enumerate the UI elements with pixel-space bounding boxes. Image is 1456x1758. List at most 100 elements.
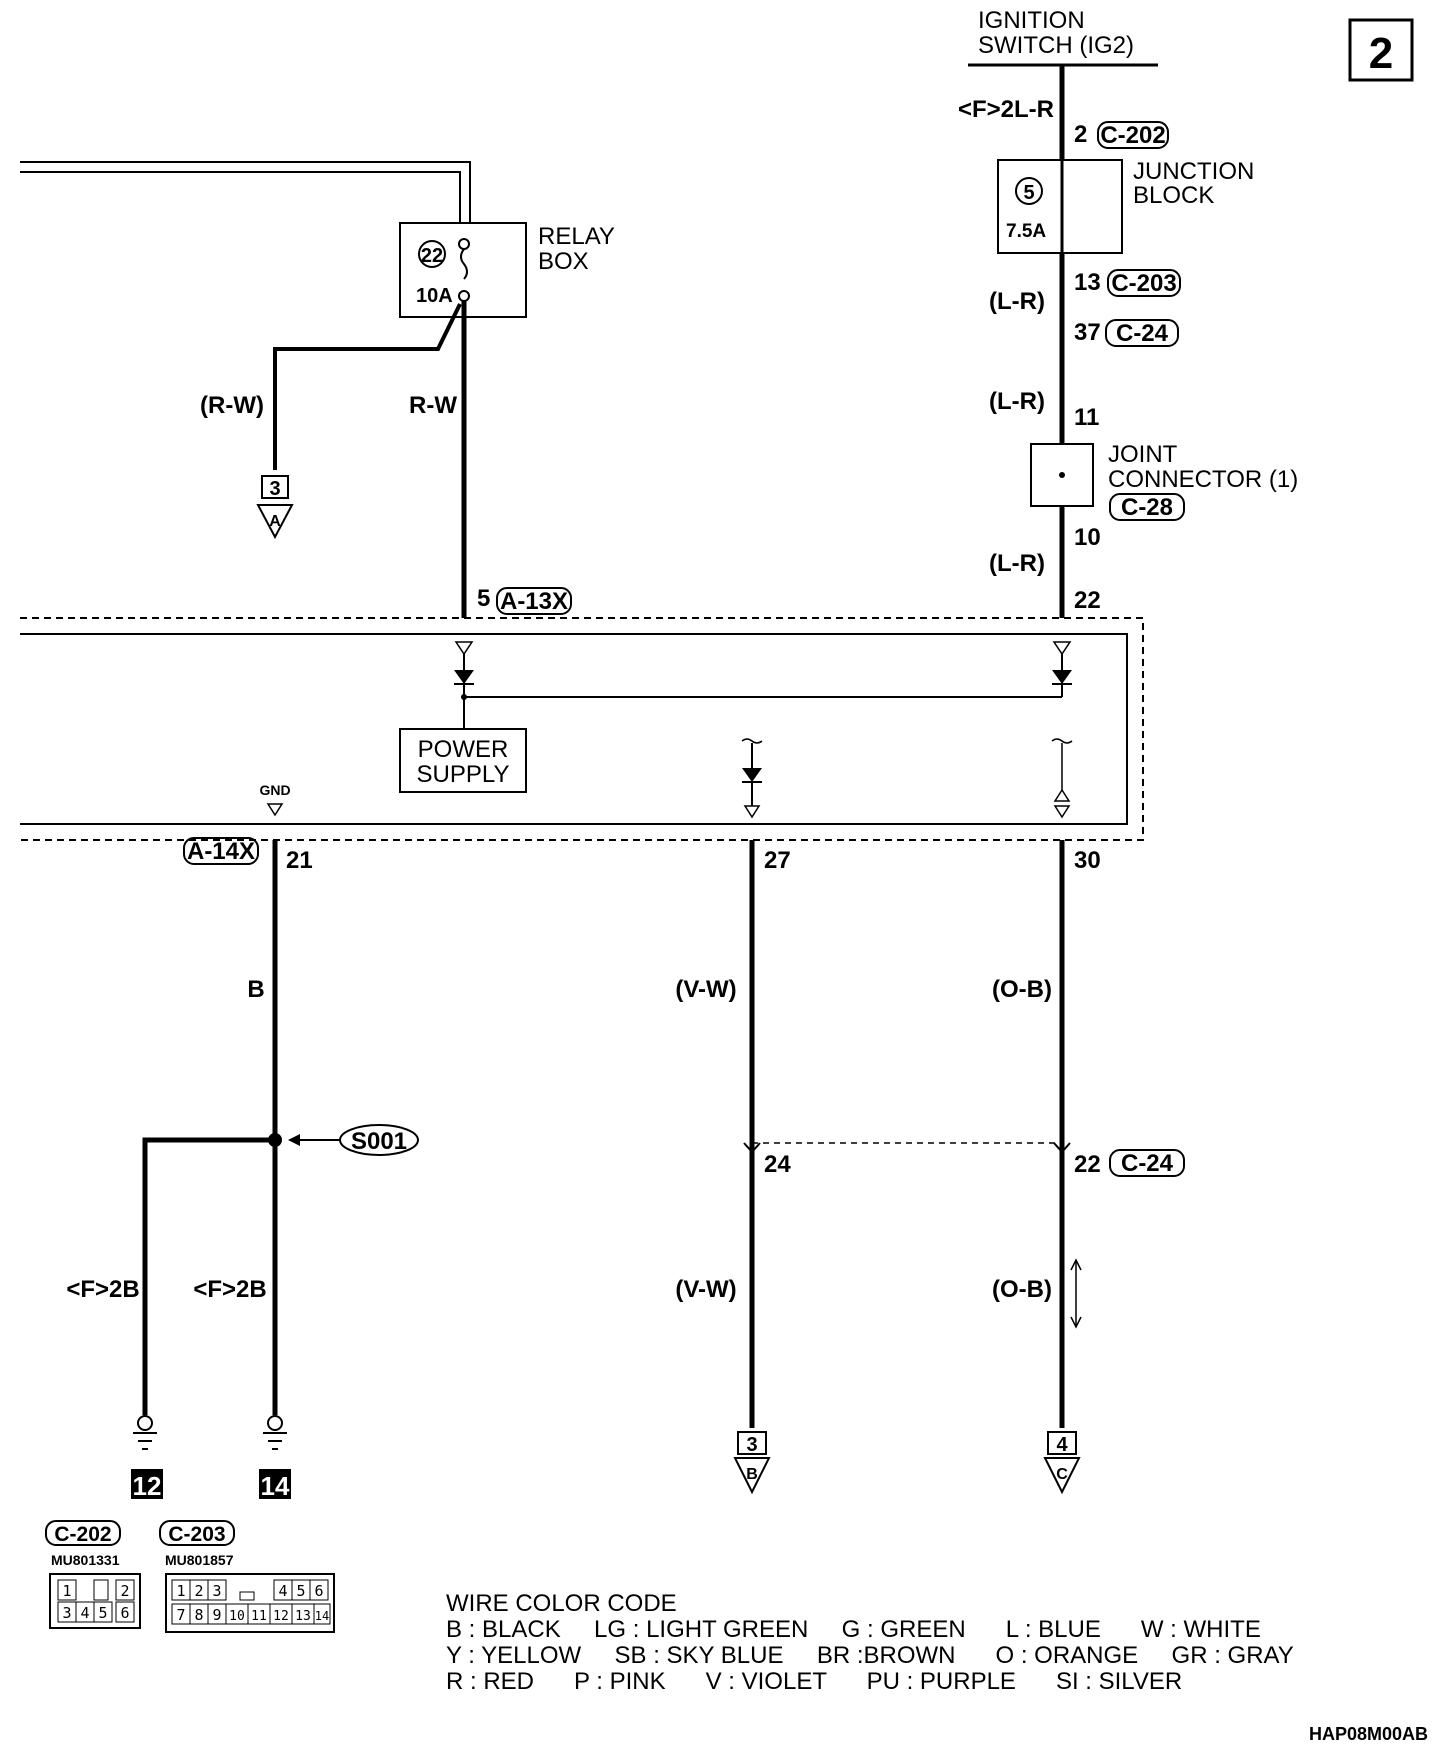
wire-r-w-branch [273,303,462,470]
gnd-label: GND [259,782,290,798]
relay-label-2: BOX [538,248,589,275]
pin22-diode [1052,670,1072,684]
pin-10: 10 [1074,524,1101,551]
conn-c203-badge [1107,269,1181,297]
c203-pin-6: 6 [314,1582,323,1600]
term-mid-letter: B [746,1466,758,1483]
pin-11: 11 [1074,404,1099,431]
wire-lr-3: (L-R) [989,550,1045,577]
module-outline [20,633,1128,825]
conn-a13x-badge [496,587,572,615]
term-mid-box [737,1431,767,1455]
page-badge: 2 [1369,29,1393,78]
relay-fuse-top [458,238,470,250]
c203-pin-14: 14 [315,1609,329,1623]
ground-14: 14 [261,1471,290,1501]
wire-vw-2: (V-W) [675,1276,736,1303]
ignition-label-2: SWITCH (IG2) [978,32,1134,59]
wire-lr-1: (L-R) [989,288,1045,315]
pin-30: 30 [1074,847,1101,874]
ground-12-badge [131,1469,163,1499]
pin-5: 5 [477,585,490,612]
footer-code: HAP08M00AB [1309,1724,1428,1744]
junction-block [997,159,1123,254]
pin5-diode [454,670,474,684]
module-outline-dashed [20,617,1144,841]
pin-22-top: 22 [1074,587,1101,614]
ground-12: 12 [133,1471,162,1501]
conn-c24-badge [1105,319,1179,347]
wire-ign-label: <F>2L-R [958,96,1054,123]
c203-pins [171,1579,331,1625]
c203-pin-12: 12 [273,1609,289,1624]
relay-fuse-bottom [458,290,470,302]
legend-row-3: R : RED P : PINK V : VIOLET PU : PURPLE … [446,1668,1182,1695]
term-right-arrow [1043,1457,1081,1495]
shield-indicator-up [1070,1258,1082,1271]
pin-24: 24 [764,1151,791,1178]
shield-indicator-down [1070,1316,1082,1329]
splice-s001-dot [268,1133,282,1147]
c203-pin-3: 3 [212,1582,221,1600]
jc-label-2: CONNECTOR (1) [1108,466,1298,493]
jb-label-1: JUNCTION [1133,158,1254,185]
pin5-input-arrow [454,641,474,656]
wire-f2b-2: <F>2B [193,1276,266,1303]
conn-c24-2: C-24 [1121,1150,1174,1177]
pin30-arrow-up [1053,788,1071,802]
c24-pin22-mark [1053,1142,1071,1154]
relay-fuse [460,248,468,280]
term-left-box [261,475,289,499]
conn-c28: C-28 [1121,494,1173,521]
term-right-letter: C [1056,1466,1068,1483]
term-left-arrow [256,504,294,540]
c202-pin-5: 5 [98,1604,107,1622]
legend-row-1: B : BLACK LG : LIGHT GREEN G : GREEN L :… [446,1616,1261,1643]
wire-vw-1: (V-W) [675,976,736,1003]
legend-row-2: Y : YELLOW SB : SKY BLUE BR :BROWN O : O… [446,1642,1294,1669]
c202-part: MU801331 [51,1552,120,1568]
power-label-2: SUPPLY [417,761,510,788]
pin-22-bottom: 22 [1074,1151,1101,1178]
jc-label-1: JOINT [1108,441,1178,468]
term-left-letter: A [269,513,281,530]
ground-14-badge [259,1469,291,1499]
pin30-wave [1051,738,1073,744]
conn-a14x-badge [183,837,259,865]
term-mid-arrow [733,1457,771,1495]
c203-pin-2: 2 [194,1582,203,1600]
jb-label-2: BLOCK [1133,182,1214,209]
relay-fuse-no: 22 [421,245,443,267]
term-mid-num: 3 [746,1434,757,1456]
pin-21: 21 [286,847,313,874]
c202-pin-2: 2 [120,1582,129,1600]
wire-b-label: B [247,976,264,1003]
c24-pin24-mark [743,1142,761,1154]
relay-fuse-no-circle [418,240,446,268]
joint-dot [1059,472,1065,478]
relay-label-1: RELAY [538,223,615,250]
pin-13: 13 [1074,269,1101,296]
pin27-wave [741,738,763,744]
conn-c202: C-202 [1100,122,1165,149]
conn-c24: C-24 [1116,320,1169,347]
incoming-wire-1 [20,161,471,243]
c203-pin-13: 13 [295,1609,311,1624]
jb-fuse-no: 5 [1023,182,1034,204]
c203-pin-9: 9 [212,1606,221,1624]
pin22-input-arrow [1052,641,1072,656]
c203-part: MU801857 [165,1552,234,1568]
pin-2: 2 [1074,121,1087,148]
c203-pin-10: 10 [229,1609,245,1624]
c203-body [165,1573,335,1633]
c202-pin-1: 1 [62,1582,71,1600]
c202-pin-4: 4 [80,1604,89,1622]
term-left-num: 3 [269,478,280,500]
page-badge-box [1348,18,1414,82]
pin27-diode [742,768,762,782]
pin27-arrow [743,805,761,819]
c203-pin-8: 8 [194,1606,203,1624]
conn-c202-badge [1097,121,1169,149]
jb-fuse-no-circle [1015,177,1043,205]
